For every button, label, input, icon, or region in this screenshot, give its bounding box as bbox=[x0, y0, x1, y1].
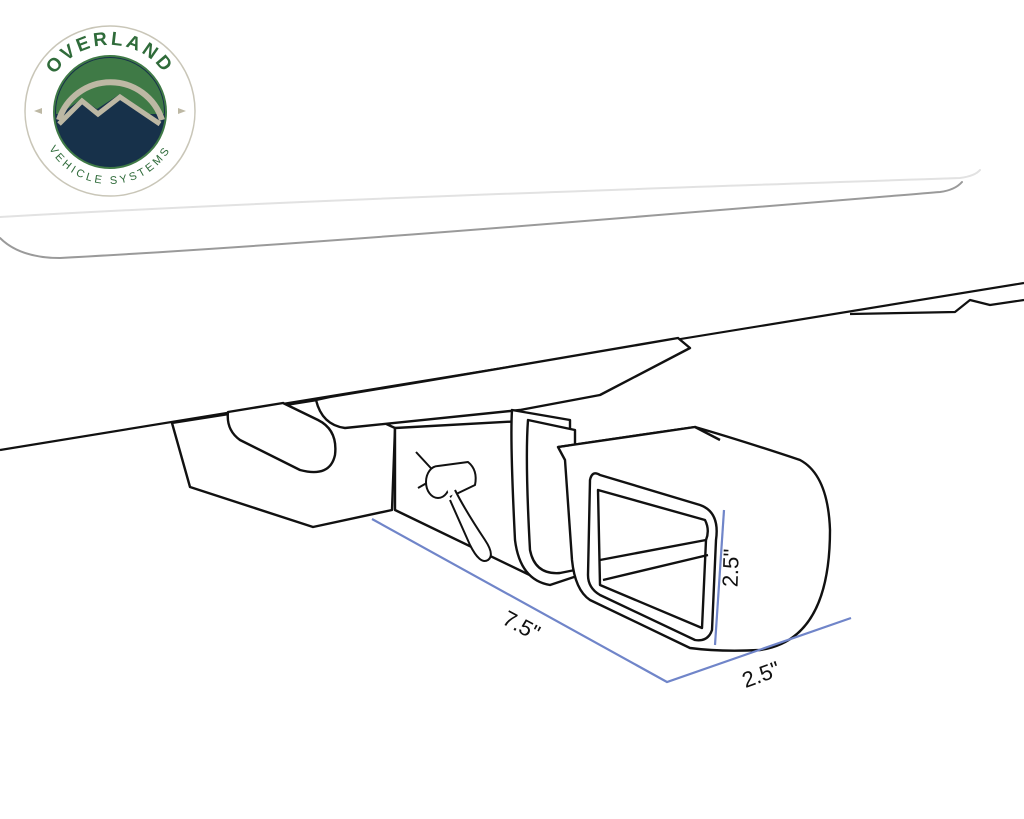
hitch-pin-clip bbox=[415, 451, 492, 562]
bumper-outline bbox=[0, 169, 981, 260]
hitch-receiver bbox=[170, 336, 832, 652]
dimension-lines bbox=[371, 509, 852, 684]
height-dimension-label: 2.5" bbox=[717, 548, 744, 588]
overland-logo: OVERLAND VEHICLE SYSTEMS bbox=[24, 25, 196, 197]
